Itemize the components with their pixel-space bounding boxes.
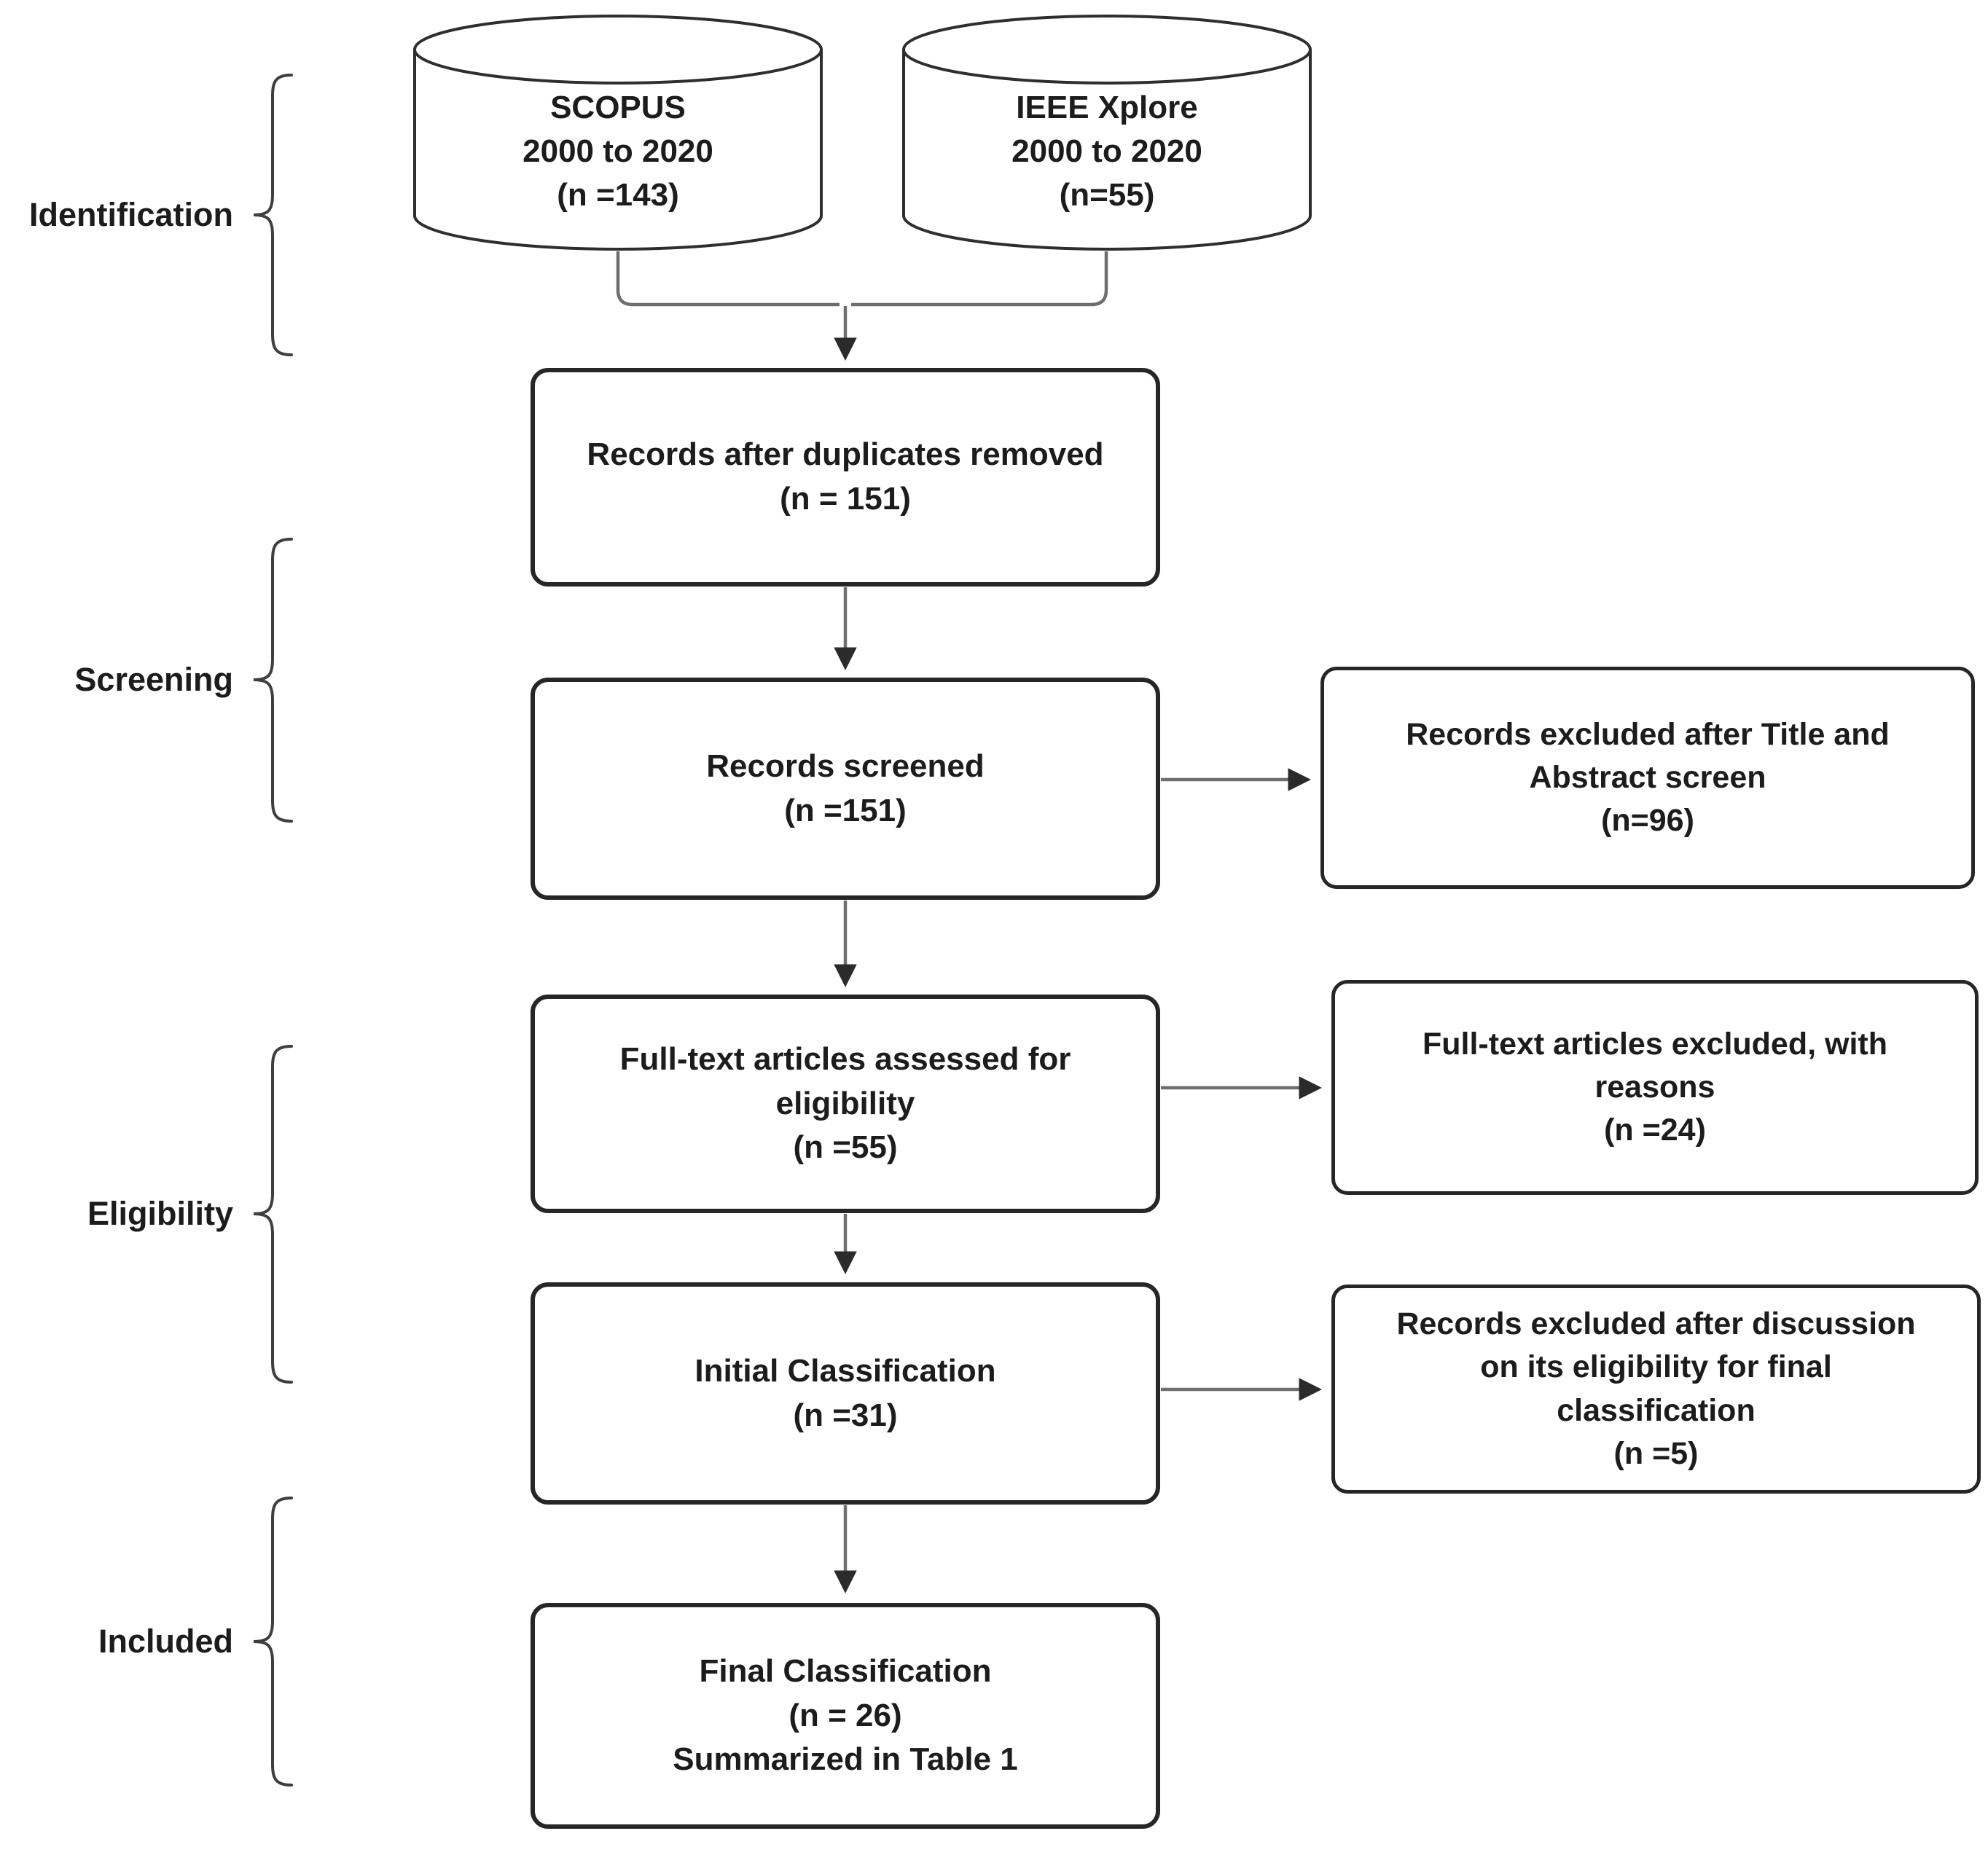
box-fulltext-assessed: Full-text articles assessed for eligibil… (531, 995, 1160, 1213)
box-excluded-fulltext: Full-text articles excluded, with reason… (1331, 980, 1979, 1195)
eligibility-brace-icon (253, 1045, 293, 1384)
box-excluded-discussion: Records excluded after discussion on its… (1331, 1285, 1981, 1494)
box-initial-classification: Initial Classification (n =31) (531, 1282, 1160, 1505)
database-scopus-label: SCOPUS 2000 to 2020 (n =143) (523, 90, 713, 213)
database-ieee-label: IEEE Xplore 2000 to 2020 (n=55) (1011, 90, 1202, 213)
section-label-eligibility: Eligibility (87, 1195, 233, 1232)
section-label-identification: Identification (29, 196, 233, 233)
screening-brace-icon (253, 538, 293, 823)
database-scopus: SCOPUS 2000 to 2020 (n =143) (412, 13, 824, 254)
database-ieee-xplore: IEEE Xplore 2000 to 2020 (n=55) (901, 13, 1313, 254)
cylinder-icon (413, 15, 823, 251)
identification-brace-icon (253, 74, 293, 356)
box-excluded-title-abstract: Records excluded after Title and Abstrac… (1320, 667, 1975, 889)
section-label-included: Included (98, 1623, 233, 1660)
section-label-screening: Screening (74, 661, 233, 698)
connector-ieee-merge (851, 251, 1108, 307)
cylinder-icon (902, 15, 1312, 251)
included-brace-icon (253, 1497, 293, 1787)
box-final-classification: Final Classification (n = 26) Summarized… (531, 1603, 1160, 1829)
connector-scopus-merge (616, 251, 840, 307)
box-records-screened: Records screened (n =151) (531, 678, 1160, 900)
box-records-after-duplicates: Records after duplicates removed (n = 15… (531, 368, 1160, 587)
